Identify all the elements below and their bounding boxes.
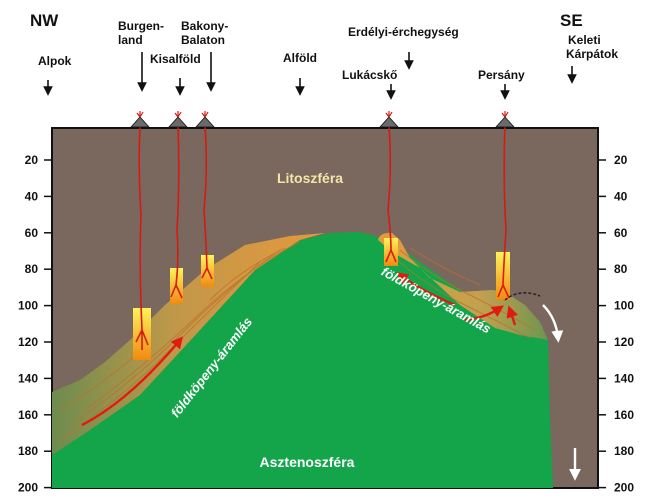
depth-axis-right: 20 40 60 80 100 120 140 160 180 200: [598, 153, 634, 495]
depth-tick-left: 20: [25, 153, 39, 167]
depth-tick-right: 180: [614, 444, 634, 458]
depth-tick-right: 20: [614, 153, 628, 167]
depth-tick-left: 100: [18, 299, 38, 313]
depth-tick-left: 180: [18, 444, 38, 458]
region-alpok: Alpok: [38, 54, 72, 68]
region-keleti-line1: Keleti: [568, 33, 601, 47]
depth-axis-left: 20 40 60 80 100 120 140 160 180 200: [18, 153, 52, 495]
volcano-symbols: [131, 117, 514, 127]
depth-tick-right: 200: [614, 481, 634, 495]
depth-tick-left: 40: [25, 189, 39, 203]
region-persany: Persány: [478, 68, 525, 82]
depth-tick-left: 60: [25, 226, 39, 240]
asthenosphere-label: Asztenoszféra: [260, 454, 355, 470]
direction-se: SE: [560, 11, 583, 30]
depth-tick-left: 80: [25, 262, 39, 276]
depth-tick-right: 160: [614, 408, 634, 422]
depth-tick-right: 100: [614, 299, 634, 313]
region-bakony-line2: Balaton: [181, 33, 225, 47]
region-burgenland-line2: land: [118, 33, 143, 47]
depth-tick-left: 160: [18, 408, 38, 422]
depth-tick-left: 140: [18, 371, 38, 385]
region-alfold: Alföld: [283, 51, 317, 65]
depth-tick-left: 120: [18, 335, 38, 349]
lithosphere-label: Litoszféra: [277, 170, 343, 186]
depth-tick-left: 200: [18, 481, 38, 495]
region-lukacsko: Lukácskő: [342, 68, 397, 82]
depth-tick-right: 80: [614, 262, 628, 276]
region-bakony-line1: Bakony-: [181, 19, 228, 33]
region-kisalfold: Kisalföld: [150, 52, 201, 66]
region-keleti-line2: Kárpátok: [566, 47, 618, 61]
direction-nw: NW: [30, 11, 59, 30]
depth-tick-right: 140: [614, 371, 634, 385]
depth-tick-right: 60: [614, 226, 628, 240]
depth-tick-right: 40: [614, 189, 628, 203]
volcano-plumes: [137, 111, 508, 117]
depth-tick-right: 120: [614, 335, 634, 349]
region-erdelyi: Erdélyi-érchegység: [348, 25, 459, 39]
region-burgenland-line1: Burgen-: [118, 19, 164, 33]
